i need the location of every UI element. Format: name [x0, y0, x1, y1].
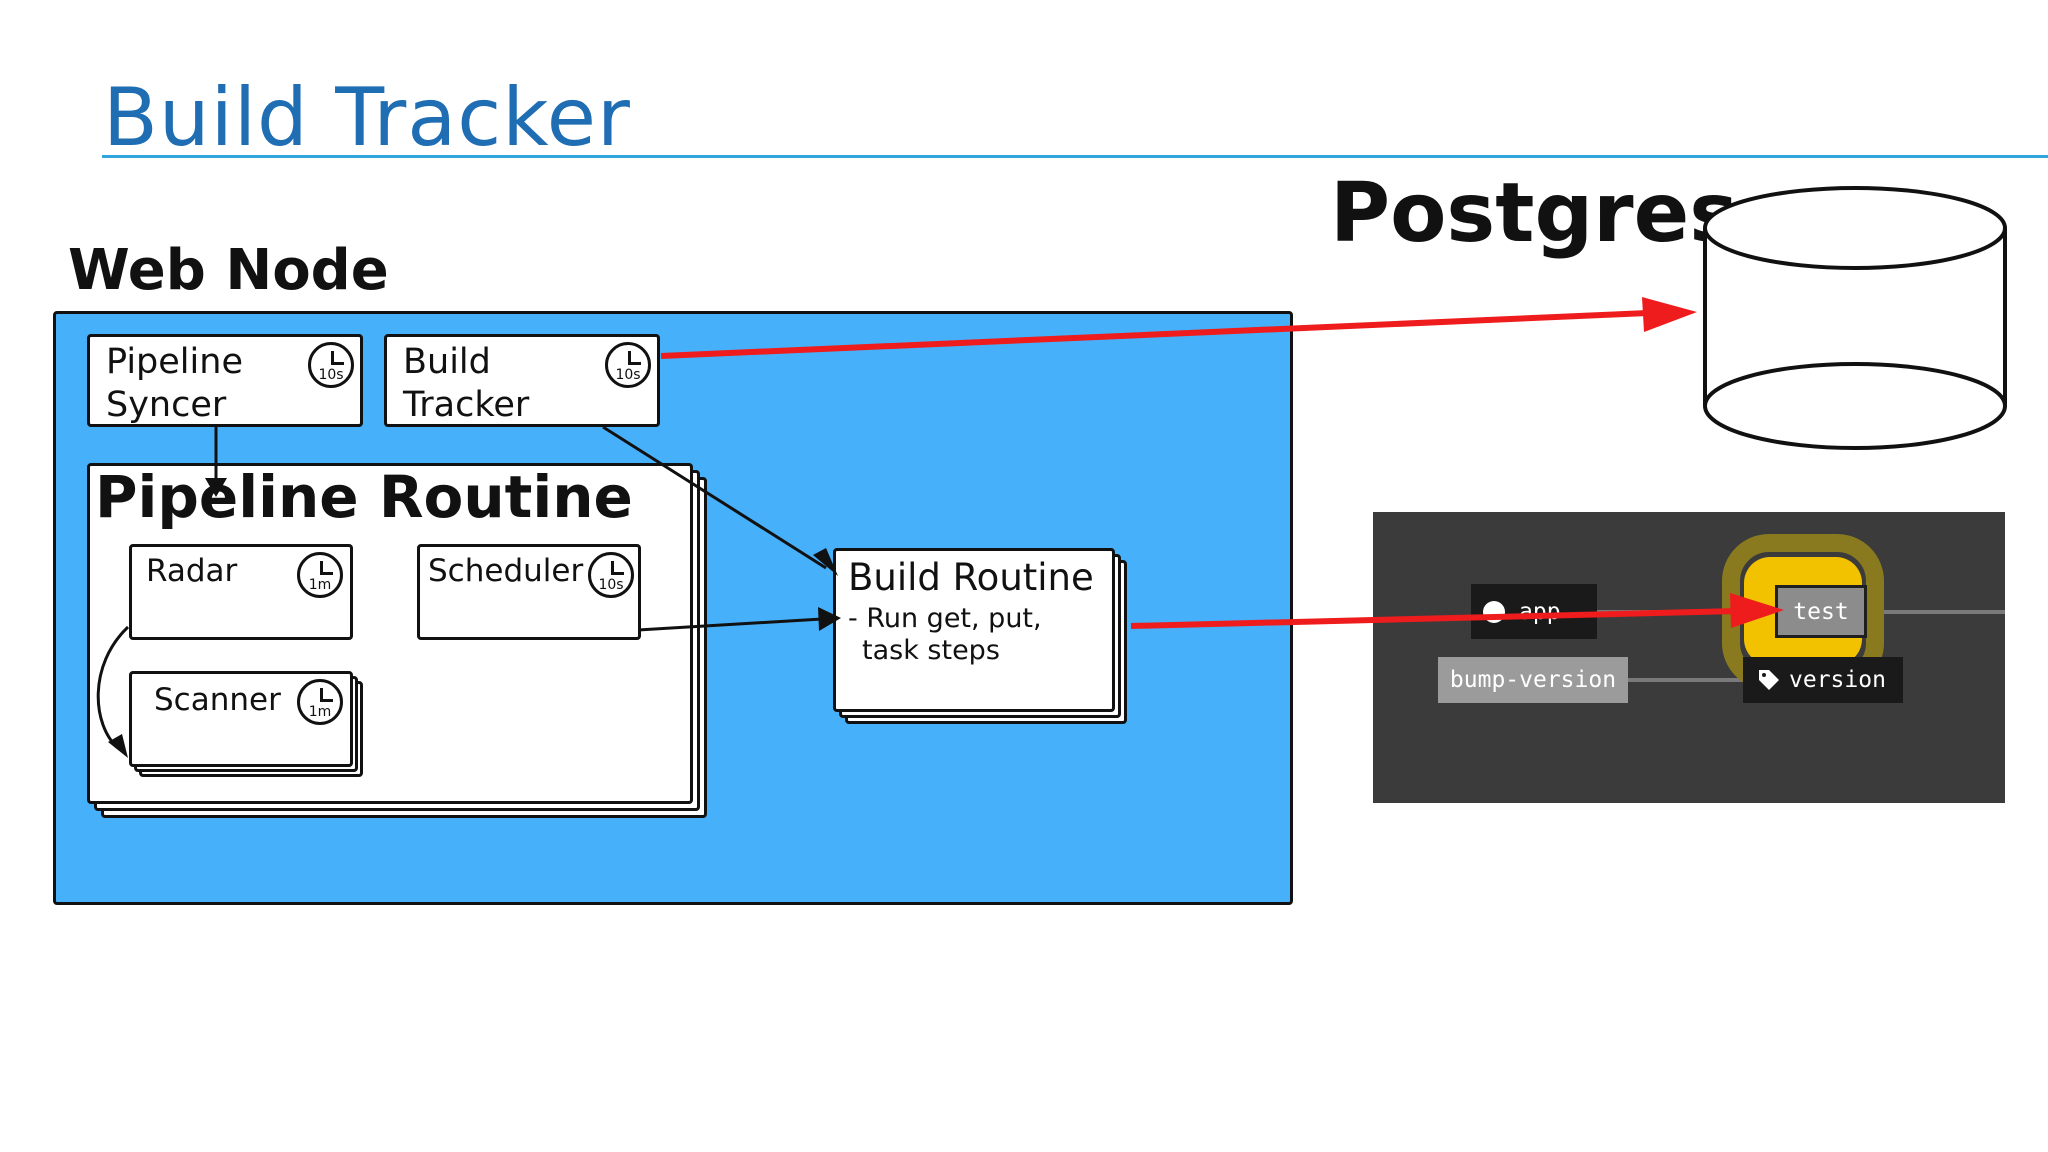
resource-app[interactable]: app	[1471, 584, 1597, 639]
build-tracker-interval: 10s	[615, 367, 641, 383]
slide-title: Build Tracker	[103, 71, 631, 164]
pipeline-syncer-label-line2: Syncer	[106, 384, 227, 425]
scheduler-interval: 10s	[598, 577, 624, 593]
postgres-database-icon	[1703, 186, 2007, 450]
pipeline-syncer-label-line1: Pipeline	[106, 342, 243, 382]
web-node-container: Pipeline Syncer 10s Build Tracker 10s Pi…	[53, 311, 1293, 905]
scanner-label: Scanner	[154, 682, 281, 718]
resource-version-label: version	[1789, 667, 1886, 693]
job-bump-version[interactable]: bump-version	[1438, 657, 1628, 703]
radar-box: Radar 1m	[129, 544, 353, 640]
postgres-label: Postgres	[1330, 166, 1738, 261]
pipeline-syncer-interval: 10s	[318, 367, 344, 383]
pipeline-routine-box: Pipeline Routine Radar 1m Scheduler 10s …	[87, 463, 693, 804]
job-test-label: test	[1793, 598, 1849, 625]
build-tracker-label-line2: Tracker	[403, 384, 530, 425]
title-rule	[102, 155, 2048, 158]
build-routine-box: Build Routine - Run get, put, task steps	[833, 548, 1115, 712]
job-test[interactable]: test	[1775, 585, 1867, 638]
clock-icon: 1m	[297, 679, 343, 725]
clock-icon: 10s	[605, 342, 651, 388]
scanner-box: Scanner 1m	[129, 671, 353, 767]
pipeline-view-panel: app test bump-version version	[1373, 512, 2005, 803]
scanner-interval: 1m	[308, 704, 332, 720]
pipeline-routine-label: Pipeline Routine	[95, 463, 633, 531]
clock-icon: 1m	[297, 552, 343, 598]
web-node-label: Web Node	[68, 238, 389, 303]
build-routine-desc-line2: task steps	[862, 635, 1000, 666]
scheduler-box: Scheduler 10s	[417, 544, 641, 640]
clock-icon: 10s	[588, 552, 634, 598]
radar-interval: 1m	[308, 577, 332, 593]
build-tracker-box: Build Tracker 10s	[384, 334, 660, 427]
scheduler-label: Scheduler	[428, 553, 584, 589]
pipeline-syncer-box: Pipeline Syncer 10s	[87, 334, 363, 427]
resource-version[interactable]: version	[1743, 657, 1903, 703]
github-icon	[1483, 600, 1505, 623]
radar-label: Radar	[146, 553, 238, 589]
resource-app-label: app	[1519, 598, 1561, 625]
job-bump-version-label: bump-version	[1449, 667, 1617, 693]
clock-icon: 10s	[308, 342, 354, 388]
build-tracker-label-line1: Build	[403, 342, 491, 382]
build-routine-desc-line1: - Run get, put,	[848, 603, 1042, 634]
build-routine-label: Build Routine	[848, 556, 1094, 599]
